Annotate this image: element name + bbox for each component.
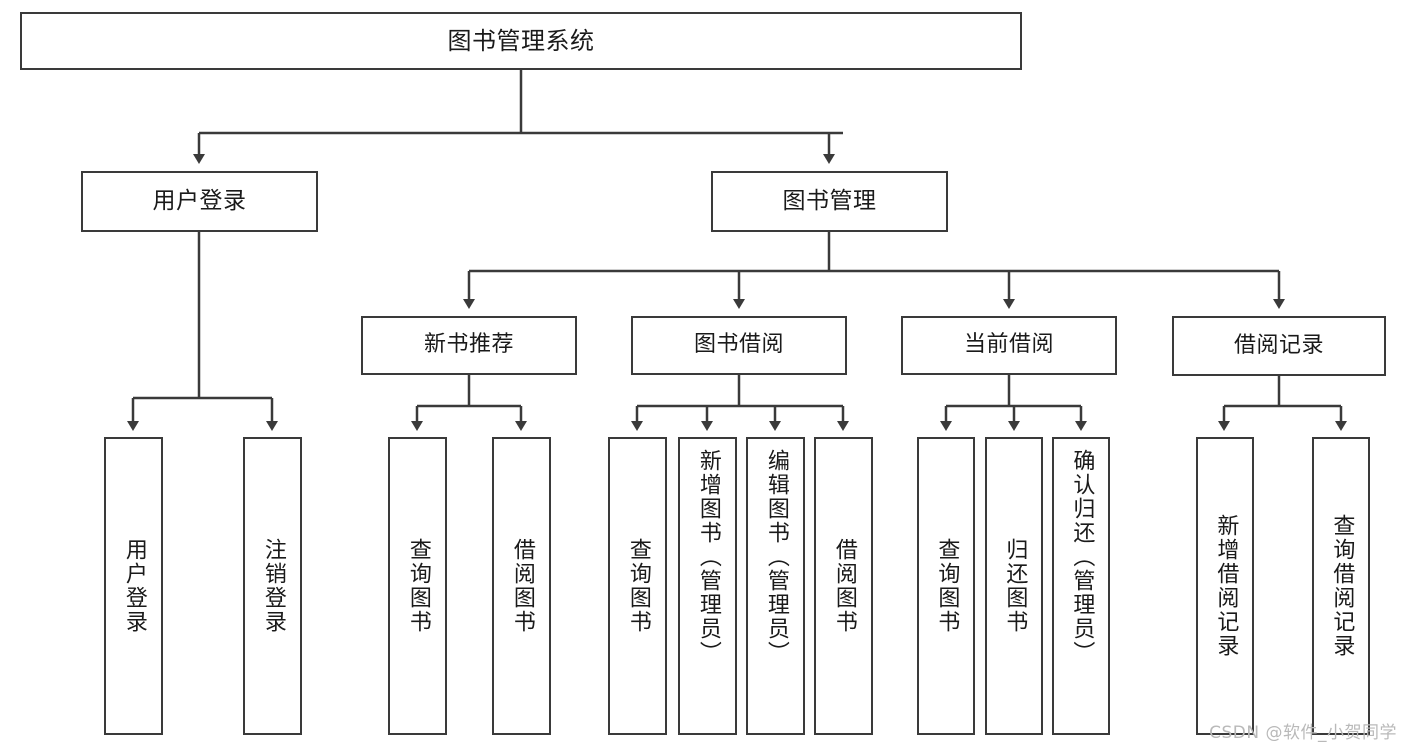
leaf-inner: 归还图书 xyxy=(987,439,1041,733)
leaf-label: 新增借阅记录 xyxy=(1213,514,1239,658)
leaf-inner: 新增图书（管理员） xyxy=(680,439,735,733)
leaf-inner: 借阅图书 xyxy=(494,439,549,733)
leaf-label: 编辑图书（管理员） xyxy=(763,449,789,665)
leaf-inner: 确认归还（管理员） xyxy=(1054,439,1108,733)
leaf-current-query-book[interactable]: 查询图书 xyxy=(917,437,975,735)
leaf-label: 查询图书 xyxy=(625,538,651,634)
leaf-inner: 用户登录 xyxy=(106,439,161,733)
leaf-user-login-login[interactable]: 用户登录 xyxy=(104,437,163,735)
leaf-record-query-record[interactable]: 查询借阅记录 xyxy=(1312,437,1370,735)
node-current-borrow[interactable]: 当前借阅 xyxy=(901,316,1117,375)
leaf-inner: 查询图书 xyxy=(919,439,973,733)
leaf-label: 归还图书 xyxy=(1002,538,1028,634)
leaf-label: 确认归还（管理员） xyxy=(1069,449,1095,665)
leaf-label: 借阅图书 xyxy=(509,538,535,634)
node-user-login[interactable]: 用户登录 xyxy=(81,171,318,232)
leaf-inner: 查询借阅记录 xyxy=(1314,439,1368,733)
node-root-system[interactable]: 图书管理系统 xyxy=(20,12,1022,70)
leaf-label: 查询图书 xyxy=(934,538,960,634)
leaf-inner: 注销登录 xyxy=(245,439,300,733)
node-user-login-label: 用户登录 xyxy=(152,187,247,214)
leaf-label: 新增图书（管理员） xyxy=(695,449,721,665)
node-book-borrow[interactable]: 图书借阅 xyxy=(631,316,847,375)
leaf-inner: 借阅图书 xyxy=(816,439,871,733)
node-book-borrow-label: 图书借阅 xyxy=(693,332,784,358)
leaf-inner: 新增借阅记录 xyxy=(1198,439,1252,733)
node-new-book-recommend-label: 新书推荐 xyxy=(423,332,514,358)
leaf-new-book-borrow[interactable]: 借阅图书 xyxy=(492,437,551,735)
leaf-current-return-book[interactable]: 归还图书 xyxy=(985,437,1043,735)
leaf-label: 注销登录 xyxy=(260,538,286,634)
leaf-borrow-borrow-book[interactable]: 借阅图书 xyxy=(814,437,873,735)
leaf-label: 查询借阅记录 xyxy=(1329,514,1355,658)
node-book-management-label: 图书管理 xyxy=(782,187,877,214)
leaf-borrow-query-book[interactable]: 查询图书 xyxy=(608,437,667,735)
node-book-management[interactable]: 图书管理 xyxy=(711,171,948,232)
node-borrow-record[interactable]: 借阅记录 xyxy=(1172,316,1386,376)
node-root-label: 图书管理系统 xyxy=(447,26,595,55)
leaf-record-add-record[interactable]: 新增借阅记录 xyxy=(1196,437,1254,735)
leaf-label: 查询图书 xyxy=(405,538,431,634)
leaf-label: 借阅图书 xyxy=(831,538,857,634)
leaf-current-confirm-return-admin[interactable]: 确认归还（管理员） xyxy=(1052,437,1110,735)
leaf-label: 用户登录 xyxy=(121,538,147,634)
node-new-book-recommend[interactable]: 新书推荐 xyxy=(361,316,577,375)
leaf-borrow-add-book-admin[interactable]: 新增图书（管理员） xyxy=(678,437,737,735)
leaf-inner: 编辑图书（管理员） xyxy=(748,439,803,733)
leaf-new-book-query[interactable]: 查询图书 xyxy=(388,437,447,735)
node-current-borrow-label: 当前借阅 xyxy=(963,332,1054,358)
leaf-inner: 查询图书 xyxy=(390,439,445,733)
leaf-borrow-edit-book-admin[interactable]: 编辑图书（管理员） xyxy=(746,437,805,735)
node-borrow-record-label: 借阅记录 xyxy=(1233,332,1324,358)
leaf-inner: 查询图书 xyxy=(610,439,665,733)
leaf-user-login-logout[interactable]: 注销登录 xyxy=(243,437,302,735)
